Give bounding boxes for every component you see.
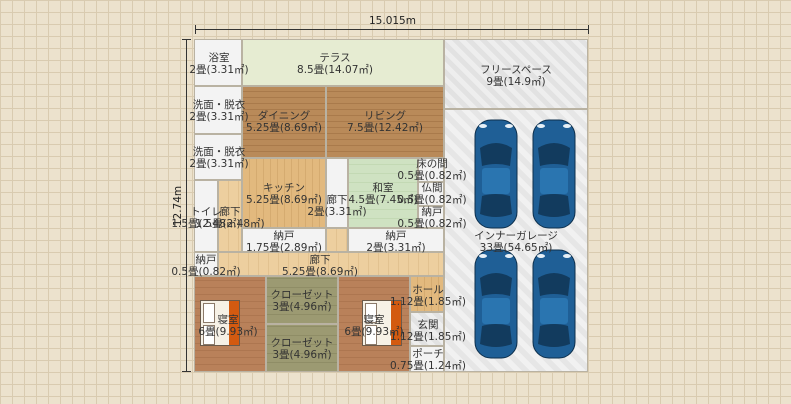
room-kitchen[interactable] [242,158,326,228]
room-living[interactable] [326,86,444,158]
height-dimension-tick-top [182,39,191,40]
room-washitsu[interactable] [348,158,418,228]
room-terrace[interactable] [242,39,444,86]
room-dining[interactable] [242,86,326,158]
car-icon [474,249,518,359]
room-nando-small[interactable] [418,206,444,228]
room-entrance[interactable] [410,312,444,346]
width-dimension-tick-right [588,25,589,34]
height-dimension-line [186,39,187,372]
room-hall-small[interactable] [326,158,348,228]
room-nando-1[interactable] [242,228,326,252]
room-nando-3[interactable] [194,252,218,276]
room-butsuma[interactable] [418,182,444,206]
width-dimension-line [195,29,589,30]
car-icon [532,119,576,229]
car-icon [474,119,518,229]
room-closet-2[interactable] [266,324,338,372]
width-dimension-tick-left [195,25,196,34]
room-wash-2[interactable] [194,134,242,180]
room-porch[interactable] [410,346,444,372]
bed-icon [362,300,402,346]
room-bath[interactable] [194,39,242,86]
room-tokonoma[interactable] [418,158,444,182]
room-nando-2[interactable] [348,228,444,252]
width-dimension-label: 15.015m [369,15,416,27]
room-closet-1[interactable] [266,276,338,324]
car-icon [532,249,576,359]
room-free-space[interactable] [444,39,588,109]
room-wash-1[interactable] [194,86,242,134]
room-hall[interactable] [410,276,444,312]
room-toilet[interactable] [194,180,218,252]
room-hall-toilet[interactable] [218,180,242,252]
room-corridor[interactable] [218,252,444,276]
height-dimension-tick-bottom [182,371,191,372]
room-hall-connector[interactable] [326,228,348,252]
bed-icon [200,300,240,346]
